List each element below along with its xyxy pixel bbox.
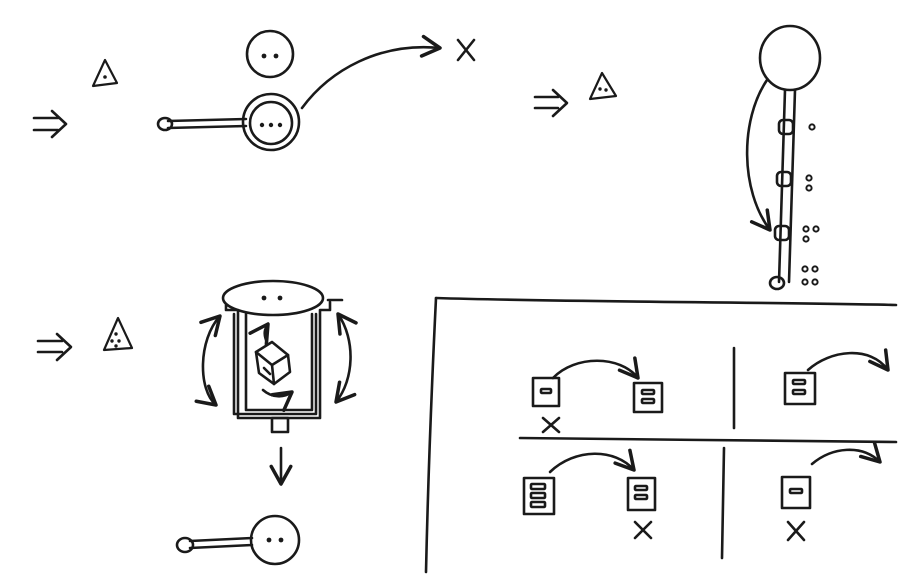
rotate-arrow-icon — [334, 312, 358, 404]
bead-count-dots — [801, 123, 820, 286]
card-icon — [783, 371, 817, 406]
triangle-icon — [102, 316, 134, 352]
panel-bottom-right-grid — [424, 296, 898, 574]
card-icon — [522, 476, 556, 516]
chain-bead — [775, 170, 793, 188]
chain-bead — [773, 224, 791, 242]
grid-cell-4 — [780, 440, 882, 542]
panel-top-left — [32, 29, 476, 152]
grid-cell-3 — [522, 448, 657, 540]
triangle-icon — [588, 71, 618, 101]
rotate-arrow-icon — [194, 314, 222, 407]
chain-bead — [777, 118, 795, 136]
card-icon — [531, 376, 561, 408]
ball-stick-icon — [156, 92, 301, 152]
panel-bottom-left — [36, 279, 358, 566]
curved-arrow-icon — [300, 34, 442, 110]
curved-arrow-icon — [806, 348, 890, 372]
curved-arrow-icon — [548, 448, 636, 474]
curved-arrow-icon — [551, 356, 640, 380]
cross-icon — [456, 38, 476, 62]
grid-frame — [424, 296, 898, 574]
grid-cell-1 — [531, 356, 664, 434]
chain-icon — [758, 24, 822, 291]
ball-stick-icon — [175, 514, 301, 566]
cross-icon — [541, 416, 561, 434]
triangle-icon — [91, 58, 119, 88]
cell-icon — [245, 29, 295, 79]
card-icon — [626, 476, 657, 512]
double-arrow-icon — [36, 332, 73, 362]
card-icon — [780, 475, 812, 510]
double-arrow-icon — [32, 109, 68, 139]
triangle-dot — [103, 75, 107, 79]
cross-icon — [633, 520, 653, 540]
double-arrow-icon — [533, 88, 569, 118]
curved-arrow-icon — [810, 440, 882, 466]
panel-top-right — [533, 24, 822, 291]
grid-cell-2 — [783, 348, 890, 406]
card-icon — [632, 381, 664, 414]
cube-icon — [248, 322, 294, 413]
machine-icon — [194, 279, 358, 434]
cross-icon — [786, 520, 806, 542]
curved-arrow-icon — [745, 78, 772, 232]
